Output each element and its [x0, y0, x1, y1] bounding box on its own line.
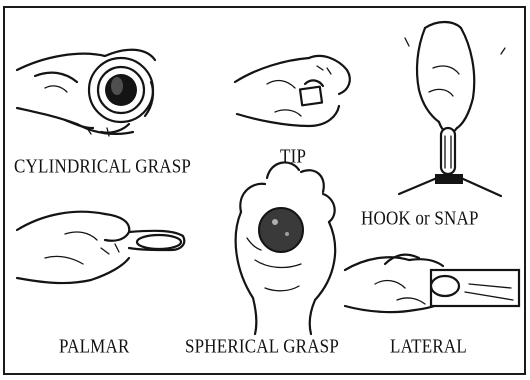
hook-snap-illustration: [399, 22, 505, 196]
cylindrical-grasp-illustration: [17, 50, 155, 136]
tip-pinch-illustration: [235, 56, 350, 126]
spherical-grasp-illustration: [236, 162, 336, 334]
grasp-illustrations: [5, 8, 524, 373]
spherical-grasp-label: SPHERICAL GRASP: [185, 335, 339, 358]
palmar-label: PALMAR: [59, 335, 130, 358]
hook-snap-label: HOOK or SNAP: [361, 207, 479, 230]
cylindrical-grasp-label: CYLINDRICAL GRASP: [14, 155, 191, 178]
grasp-types-figure: CYLINDRICAL GRASP TIP HOOK or SNAP PALMA…: [3, 6, 526, 375]
lateral-label: LATERAL: [390, 335, 467, 358]
tip-label: TIP: [280, 145, 306, 168]
lateral-pinch-illustration: [345, 255, 519, 312]
palmar-pinch-illustration: [17, 212, 184, 283]
